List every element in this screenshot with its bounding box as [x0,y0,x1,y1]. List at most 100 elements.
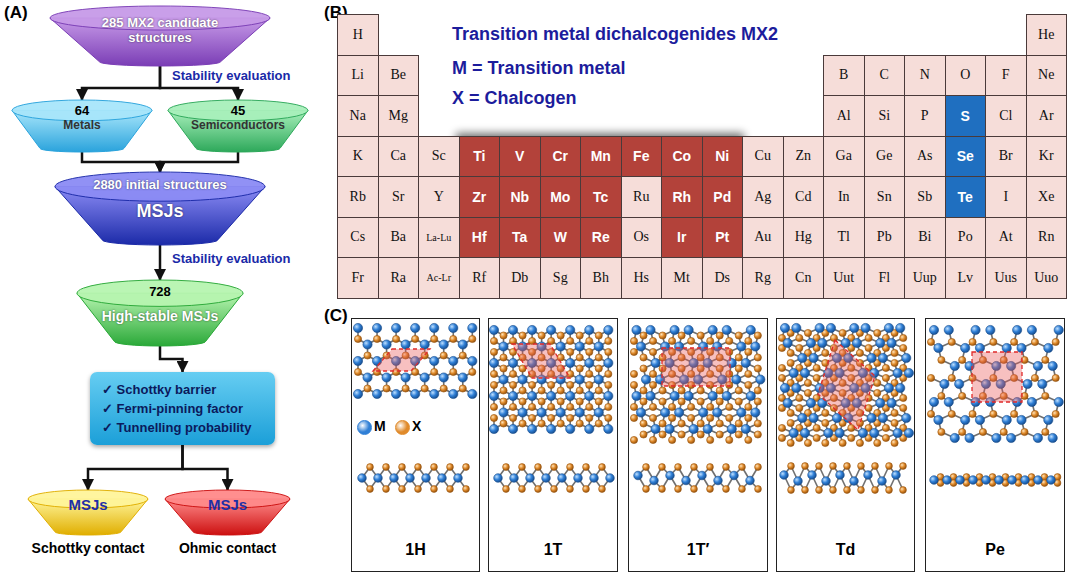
chalcogen-atom [469,335,476,342]
metal-atom [955,379,964,388]
metal-atom [353,323,362,332]
metal-atom [499,342,508,351]
chalcogen-atom [754,332,761,339]
chalcogen-atom [948,338,955,345]
chalcogen-atom [796,404,803,411]
chalcogen-atom [979,428,986,435]
metal-atom [537,408,546,417]
element-cell: Ga [823,136,865,178]
chalcogen-atom [872,463,879,470]
metal-atom [526,474,535,483]
metal-atom [585,391,594,400]
chalcogen-atom [716,332,723,339]
metal-atom [836,471,845,480]
metal-atom [566,391,575,400]
phase-label: 1T [544,541,563,559]
metal-atom [940,379,949,388]
element-cell: Cu [742,136,784,178]
metal-atom [390,474,399,483]
chalcogen-atom [1042,392,1049,399]
chalcogen-atom [754,420,761,427]
unit-cell [662,348,730,386]
metal-atom [1008,476,1017,485]
chalcogen-atom [697,431,704,438]
chalcogen-atom [900,404,907,411]
metal-atom [904,368,913,377]
chalcogen-atom [787,349,794,356]
chalcogen-atom [431,368,438,375]
chalcogen-atom [659,464,666,471]
metal-atom [826,323,835,332]
metal-atom [689,424,698,433]
chalcogen-atom [697,387,704,394]
element-cell: Rh [661,176,703,218]
flow-arrow [82,152,160,172]
metal-atom [746,476,755,485]
chalcogen-atom [716,431,723,438]
element-cell: F [985,55,1027,97]
flow-arrow [88,445,183,490]
chalcogen-atom [675,464,682,471]
chalcogen-atom [509,370,516,377]
element-cell: N [904,55,946,97]
element-cell: Sg [540,257,582,299]
metal-atom [499,408,508,417]
chalcogen-atom [1031,338,1038,345]
funnel-top [55,172,265,201]
element-cell: Db [499,257,541,299]
metal-atom [449,356,458,365]
chalcogen-atom [567,337,574,344]
metal-atom [547,424,556,433]
metal-atom [975,343,984,352]
funnel-heading: 45 [231,104,245,119]
chalcogen-atom [557,420,564,427]
flow-arrow [159,245,162,280]
chalcogen-atom [959,356,966,363]
chalcogen-atom [364,385,371,392]
chalcogen-atom [669,403,676,410]
chalcogen-atom [778,424,785,431]
chalcogen-atom [583,464,590,471]
chalcogen-atom [1052,410,1059,417]
element-cell: At [985,217,1027,259]
chalcogen-atom [927,410,934,417]
chalcogen-atom [874,439,881,446]
element-cell: I [985,176,1027,218]
metal-atom [751,408,760,417]
chalcogen-atom [551,486,558,493]
chalcogen-atom [567,403,574,410]
element-cell: Ra [378,257,420,299]
chalcogen-atom [519,387,526,394]
metal-atom [528,391,537,400]
element-cell: Sc [418,136,460,178]
metal-atom [961,343,970,352]
metal-atom [670,391,679,400]
chalcogen-atom [948,374,955,381]
chalcogen-atom [927,374,934,381]
chalcogen-atom [440,352,447,359]
element-cell: Hf [459,217,501,259]
metal-atom [406,474,415,483]
funnel-label: Semiconductors [191,119,285,133]
chalcogen-atom [500,365,507,372]
element-cell: Li [337,55,379,97]
metal-atom [944,397,953,406]
metal-atom [353,356,362,365]
metal-atom [604,358,613,367]
chalcogen-atom [787,419,794,426]
metal-atom [878,477,887,486]
chalcogen-atom [605,370,612,377]
metal-atom [528,325,537,334]
metal-atom [1027,325,1036,334]
metal-atom [401,373,410,382]
metal-atom [499,375,508,384]
chalcogen-atom [630,381,637,388]
metal-atom [1021,476,1030,485]
chalcogen-atom [927,338,934,345]
metal-atom [965,433,974,442]
chalcogen-atom [716,387,723,394]
element-cell: Zr [459,176,501,218]
chalcogen-atom [678,398,685,405]
chalcogen-atom [503,464,510,471]
metal-atom [650,476,659,485]
